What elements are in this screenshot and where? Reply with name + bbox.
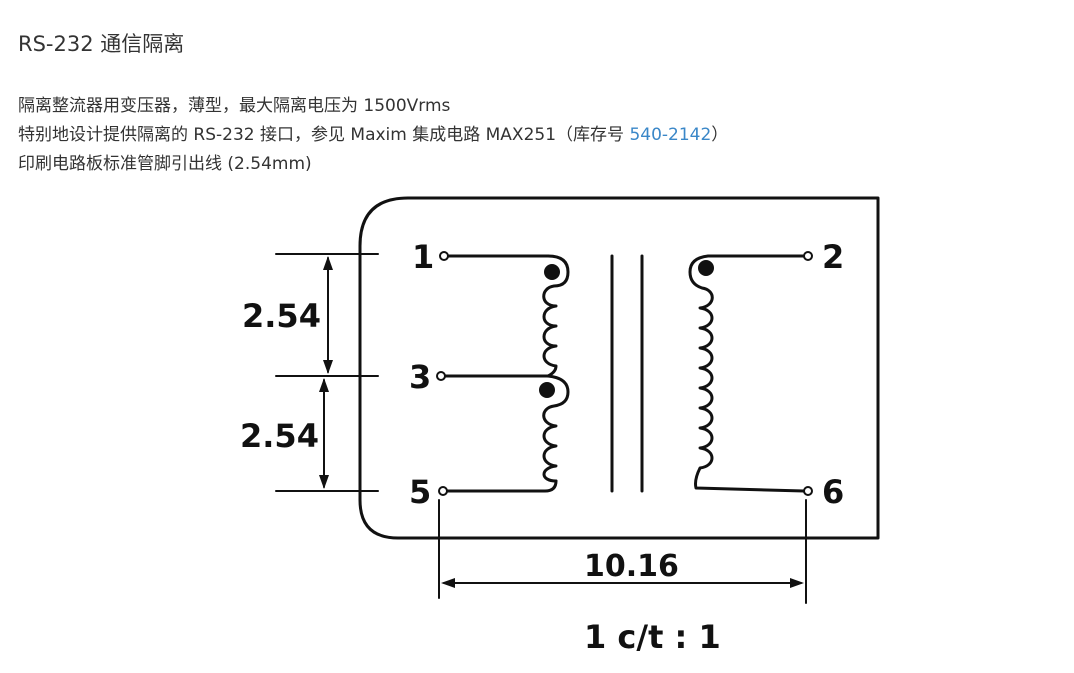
stock-number-link[interactable]: 540-2142: [629, 125, 712, 145]
pin-terminal-5: [438, 486, 448, 496]
primary-winding-upper: [542, 254, 570, 378]
polarity-dot-primary-upper: [544, 264, 560, 280]
desc-line-1: 隔离整流器用变压器，薄型，最大隔离电压为 1500Vrms: [18, 96, 451, 116]
pin-label-5: 5: [409, 473, 431, 511]
pin-terminal-2: [803, 251, 813, 261]
pin-label-3: 3: [409, 358, 431, 396]
lead-pin5: [445, 479, 558, 493]
polarity-dot-primary-lower: [539, 382, 555, 398]
page-title: RS-232 通信隔离: [18, 32, 185, 56]
desc-line-2-suffix: ）: [711, 125, 729, 145]
pin-terminal-1: [439, 251, 449, 261]
turns-ratio-label: 1 c/t : 1: [584, 618, 721, 656]
pin-terminal-3: [436, 371, 446, 381]
arrow-width-right: [790, 578, 804, 588]
dim-label-width: 10.16: [584, 549, 679, 584]
arrow-width-left: [441, 578, 455, 588]
description-block: 隔离整流器用变压器，薄型，最大隔离电压为 1500Vrms 特别地设计提供隔离的…: [18, 92, 728, 179]
arrow-lower-bottom: [319, 475, 329, 489]
pin-label-1: 1: [412, 238, 434, 276]
primary-winding-lower: [542, 374, 570, 483]
dim-label-lower: 2.54: [240, 417, 319, 455]
dim-label-upper: 2.54: [242, 297, 321, 335]
arrow-lower-top: [319, 378, 329, 392]
desc-line-2: 特别地设计提供隔离的 RS-232 接口，参见 Maxim 集成电路 MAX25…: [18, 121, 728, 150]
arrow-upper-bottom: [323, 360, 333, 374]
arrow-upper-top: [323, 256, 333, 270]
pin-label-6: 6: [822, 473, 844, 511]
pin-label-2: 2: [822, 238, 844, 276]
polarity-dot-secondary: [698, 260, 714, 276]
pin-terminal-6: [803, 486, 813, 496]
desc-line-3: 印刷电路板标准管脚引出线 (2.54mm): [18, 154, 312, 174]
secondary-winding: [688, 254, 806, 493]
desc-line-2-prefix: 特别地设计提供隔离的 RS-232 接口，参见 Maxim 集成电路 MAX25…: [18, 125, 630, 145]
package-outline: [358, 196, 880, 540]
